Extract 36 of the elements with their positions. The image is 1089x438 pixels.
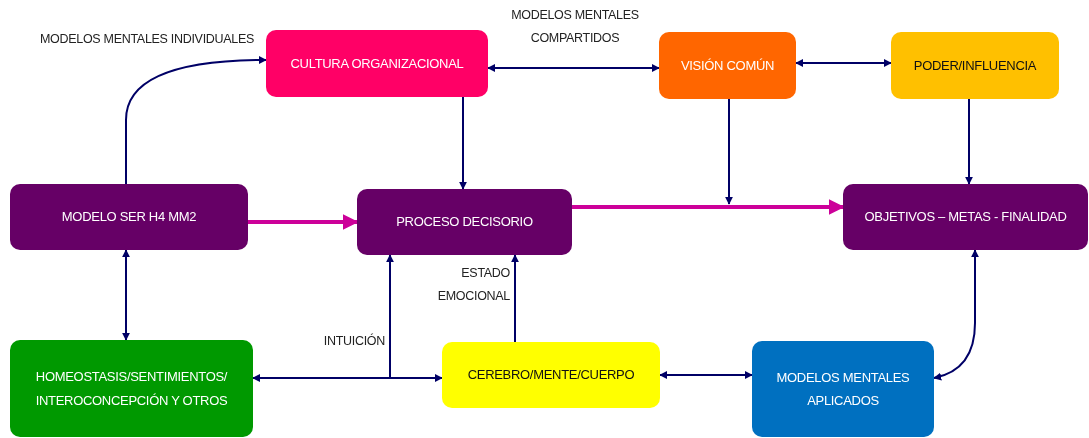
arrow bbox=[487, 64, 660, 72]
node-label: MODELOS MENTALES APLICADOS bbox=[775, 368, 911, 410]
process-box bbox=[752, 341, 934, 437]
process-box bbox=[891, 32, 1059, 99]
edge-label: MODELOS MENTALES COMPARTIDOS bbox=[510, 7, 640, 47]
node-label: CULTURA ORGANIZACIONAL bbox=[290, 54, 464, 73]
node-label: PROCESO DECISORIO bbox=[396, 213, 533, 232]
node-label: HOMEOSTASIS/SENTIMIENTOS/ INTEROCONCEPCIÓN Y OTROS bbox=[34, 368, 229, 410]
arrow bbox=[386, 254, 394, 379]
edge-label: INTUICIÓN bbox=[322, 332, 385, 350]
node-label: OBJETIVOS – METAS - FINALIDAD bbox=[864, 208, 1067, 227]
arrow bbox=[965, 98, 973, 185]
arrow bbox=[933, 249, 979, 381]
process-box bbox=[659, 32, 796, 99]
node-label: PODER/INFLUENCIA bbox=[913, 56, 1037, 75]
arrow bbox=[572, 199, 845, 215]
edge-label: ESTADO EMOCIONAL bbox=[436, 265, 510, 305]
arrow bbox=[725, 98, 733, 205]
process-box bbox=[357, 189, 572, 255]
arrow bbox=[248, 214, 359, 230]
node-label: VISIÓN COMÚN bbox=[680, 56, 775, 75]
process-box bbox=[10, 184, 248, 250]
process-box bbox=[843, 184, 1088, 250]
arrow bbox=[122, 249, 130, 341]
arrow bbox=[459, 96, 467, 190]
arrow bbox=[659, 371, 753, 379]
process-box bbox=[442, 342, 660, 408]
node-label: MODELO SER H4 MM2 bbox=[61, 208, 197, 227]
arrow bbox=[795, 59, 892, 67]
node-label: CEREBRO/MENTE/CUERPO bbox=[467, 366, 635, 385]
process-box bbox=[266, 30, 488, 97]
arrow bbox=[125, 56, 267, 185]
arrow bbox=[511, 254, 519, 343]
edge-label: MODELOS MENTALES INDIVIDUALES bbox=[40, 31, 256, 48]
arrow bbox=[252, 374, 443, 382]
process-box bbox=[10, 340, 253, 437]
